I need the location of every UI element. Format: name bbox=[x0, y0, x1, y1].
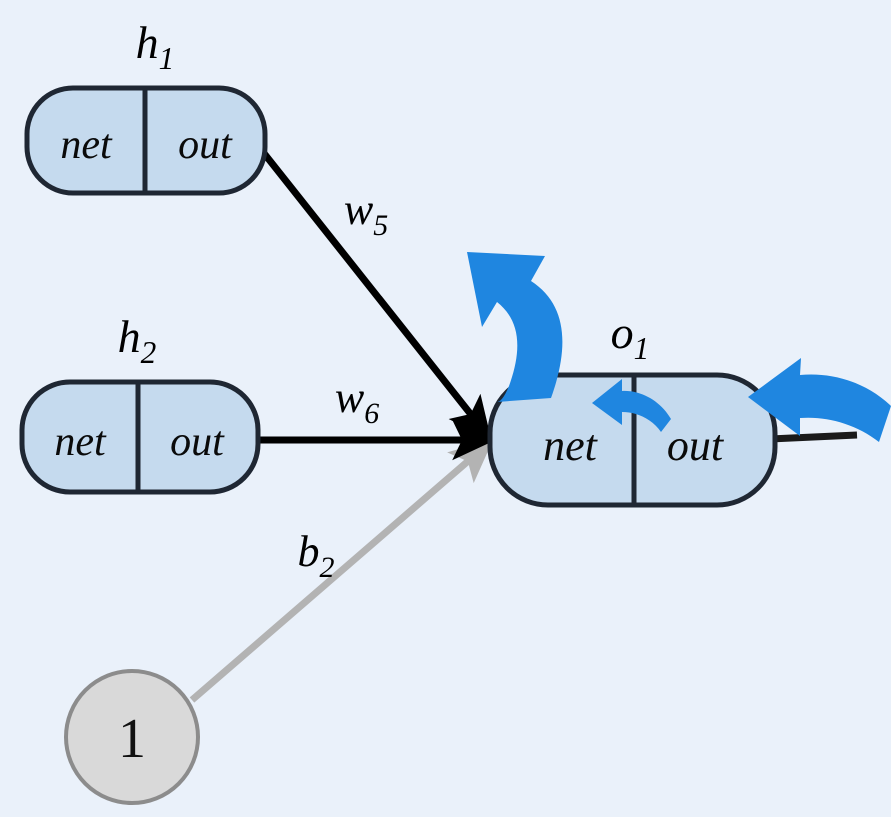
arrow-net-to-previous-layer-icon bbox=[467, 252, 563, 402]
edge-w5-label: w5 bbox=[344, 185, 388, 242]
node-o1-out-label: out bbox=[667, 421, 725, 470]
node-h1-title-subscript: 1 bbox=[159, 41, 175, 76]
node-o1-net-label: net bbox=[543, 421, 599, 470]
node-h2[interactable]: net out h2 bbox=[19, 311, 261, 495]
node-h2-title-symbol: h bbox=[118, 311, 141, 362]
bias-node-circle bbox=[64, 669, 200, 805]
edge-w5[interactable]: w5 bbox=[260, 149, 492, 441]
arrow-backprop-from-output-icon bbox=[748, 358, 891, 442]
node-o1-title-subscript: 1 bbox=[634, 331, 650, 366]
edge-b2-label-subscript: 2 bbox=[320, 551, 335, 584]
edge-o1-output-line bbox=[769, 431, 858, 443]
node-h2-title-subscript: 2 bbox=[141, 335, 157, 370]
edge-w6[interactable]: w6 bbox=[256, 373, 496, 461]
edge-w5-label-subscript: 5 bbox=[373, 209, 388, 242]
bias-node-value: 1 bbox=[118, 708, 146, 770]
arrow-out-to-net-icon bbox=[592, 379, 671, 432]
bias-node[interactable]: 1 bbox=[64, 669, 200, 805]
edge-w5-label-symbol: w bbox=[344, 185, 374, 234]
node-h2-out-label: out bbox=[170, 419, 225, 465]
node-h1[interactable]: net out h1 bbox=[24, 17, 268, 196]
node-o1-title-symbol: o bbox=[611, 307, 634, 358]
edge-b2-label-symbol: b bbox=[298, 527, 320, 576]
node-o1-title: o1 bbox=[611, 307, 650, 366]
node-h1-title: h1 bbox=[136, 17, 175, 76]
node-h1-out-label: out bbox=[178, 122, 233, 168]
edge-w5-line bbox=[260, 149, 492, 441]
edge-w6-label-symbol: w bbox=[335, 373, 365, 422]
edge-w6-label: w6 bbox=[335, 373, 379, 430]
edge-layer: b2 w5 w6 bbox=[189, 149, 858, 703]
edge-b2[interactable]: b2 bbox=[189, 439, 494, 703]
node-h2-net-label: net bbox=[54, 419, 107, 465]
gradient-arrow-layer bbox=[467, 252, 891, 442]
node-h1-title-symbol: h bbox=[136, 17, 159, 68]
edge-w6-label-subscript: 6 bbox=[364, 397, 379, 430]
edge-b2-line bbox=[189, 439, 494, 703]
edge-b2-label: b2 bbox=[298, 527, 335, 584]
node-h1-net-label: net bbox=[60, 122, 113, 168]
node-h2-title: h2 bbox=[118, 311, 157, 370]
node-o1[interactable]: net out o1 bbox=[487, 307, 778, 508]
